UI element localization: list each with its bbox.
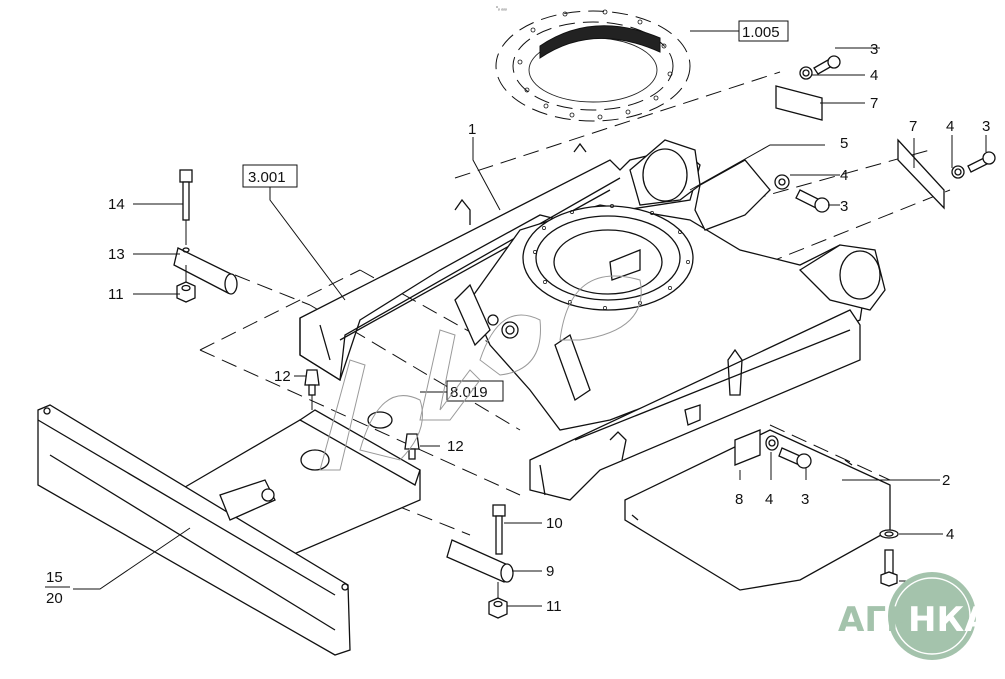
pin-9: [446, 539, 514, 583]
ref-label: 3.001: [248, 169, 286, 186]
callout-3: 3: [870, 41, 878, 58]
corner-mark: °ₒ ₒₒₒ: [496, 6, 507, 12]
callout-3: 3: [801, 491, 809, 508]
leader-lines: [45, 47, 987, 607]
callout-4: 4: [870, 67, 878, 84]
callout-7: 7: [870, 95, 878, 112]
washer-4-lower: [765, 435, 779, 451]
callout-12: 12: [447, 438, 464, 455]
callout-20: 20: [46, 590, 63, 607]
callout-12: 12: [274, 368, 291, 385]
washer-4-top: [799, 66, 813, 80]
callout-14: 14: [108, 196, 125, 213]
callout-2: 2: [942, 472, 950, 489]
callouts: 1 2 3 4 7 5 4 3 7 4 3 14 13 11 12 12 8 4…: [46, 41, 990, 615]
callout-4: 4: [840, 167, 848, 184]
bolt-14: [179, 169, 193, 245]
cover-plate-5: [694, 159, 771, 231]
bolt-10: [492, 504, 506, 555]
callout-11: 11: [108, 286, 124, 303]
bottom-plate-2: [624, 429, 891, 591]
callout-3: 3: [840, 198, 848, 215]
washer-4-bottom: [879, 529, 899, 539]
nut-11-top: [176, 265, 196, 303]
ref-label: 1.005: [742, 24, 780, 41]
callout-9: 9: [546, 563, 554, 580]
callout-10: 10: [546, 515, 563, 532]
callout-3: 3: [982, 118, 990, 135]
pin-13: [173, 247, 238, 295]
callout-13: 13: [108, 246, 125, 263]
washer-4-right: [951, 165, 965, 179]
callout-15: 15: [46, 569, 63, 586]
callout-5: 5: [840, 135, 848, 152]
callout-8: 8: [735, 491, 743, 508]
callout-1: 1: [468, 121, 476, 138]
callout-7: 7: [909, 118, 917, 135]
ref-box-8019[interactable]: 8.019: [446, 380, 504, 402]
agronka-logo: АГРО НКА: [838, 572, 991, 660]
plate-7-top: [775, 85, 823, 121]
slewing-ring: [495, 9, 691, 122]
ref-box-3001[interactable]: 3.001: [242, 164, 298, 188]
plate-8: [734, 429, 761, 466]
bolt-3-mid: [795, 189, 830, 213]
bolt-3-right: [967, 151, 996, 173]
callout-4: 4: [946, 526, 954, 543]
grease-fitting-12b: [404, 433, 420, 460]
washer-4-mid: [774, 174, 790, 190]
callout-11: 11: [546, 598, 562, 615]
bolt-3-top: [813, 55, 841, 75]
logo-text-left: АГРО: [838, 600, 940, 640]
callout-4: 4: [946, 118, 954, 135]
ref-label: 8.019: [450, 384, 488, 401]
callout-4: 4: [765, 491, 773, 508]
ref-box-1005[interactable]: 1.005: [738, 20, 789, 42]
watermark: [319, 275, 642, 471]
grease-fitting-12a: [304, 369, 320, 410]
bolt-3-lower: [778, 447, 812, 469]
bolt-3-bottom: [880, 549, 898, 587]
main-frame: [299, 139, 886, 501]
plate-7-right: [897, 138, 945, 210]
logo-text-right: НКА: [908, 600, 991, 640]
dozer-blade: [37, 404, 421, 656]
nut-11-bottom: [488, 582, 508, 619]
